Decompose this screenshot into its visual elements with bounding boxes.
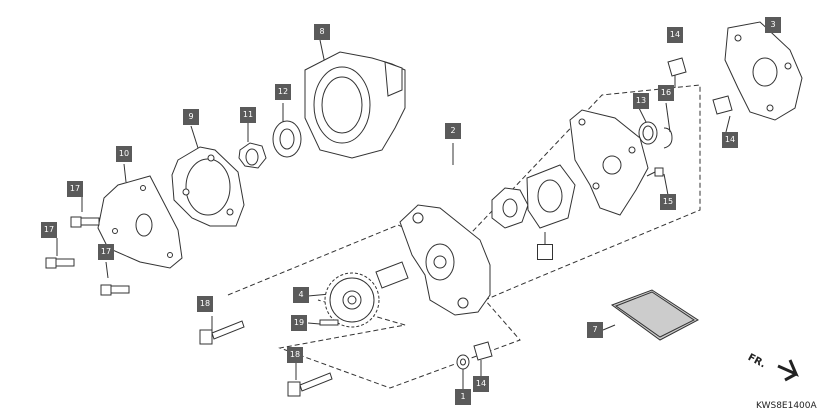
- nut-part-11: [238, 142, 267, 169]
- dowel-upper: [667, 57, 687, 77]
- callout-2[interactable]: 2: [445, 123, 461, 139]
- cover-plate-part-10: [97, 175, 183, 269]
- housing-part-8: [304, 51, 406, 159]
- callout-empty[interactable]: [537, 244, 553, 260]
- callout-15[interactable]: 15: [660, 194, 676, 210]
- front-direction-arrow: [777, 359, 799, 382]
- leader-16: [665, 102, 671, 133]
- bolts-part-18: [199, 320, 333, 397]
- callout-3[interactable]: 3: [765, 17, 781, 33]
- callout-10[interactable]: 10: [116, 146, 132, 162]
- callout-14-right[interactable]: 14: [722, 132, 738, 148]
- leader-14-right: [725, 115, 731, 133]
- pump-cover-plate: [569, 109, 649, 216]
- gasket-part-3: [724, 21, 803, 121]
- callout-16[interactable]: 16: [658, 85, 674, 101]
- pump-rotors: [491, 164, 576, 229]
- leader-17c: [105, 261, 109, 279]
- callout-12[interactable]: 12: [275, 84, 291, 100]
- callout-1[interactable]: 1: [455, 389, 471, 405]
- diagram-reference-code: KWS8E1400A: [756, 401, 817, 411]
- oil-seal-part-12: [272, 120, 302, 158]
- leader-9: [190, 125, 199, 149]
- callout-18-lower[interactable]: 18: [287, 347, 303, 363]
- bolt-17c: [100, 284, 130, 296]
- washer-part-1: [456, 354, 470, 370]
- callout-8[interactable]: 8: [314, 24, 330, 40]
- bolts-part-17: [45, 216, 130, 296]
- callout-4[interactable]: 4: [293, 287, 309, 303]
- callout-18-upper[interactable]: 18: [197, 296, 213, 312]
- leader-7: [602, 324, 616, 331]
- dowel-bottom: [473, 341, 493, 361]
- callout-7[interactable]: 7: [587, 322, 603, 338]
- dowel-right: [712, 95, 733, 115]
- callout-17-c[interactable]: 17: [98, 244, 114, 260]
- o-ring-part-13: [638, 121, 658, 145]
- bolt-17a: [70, 216, 100, 228]
- pin-part-19: [319, 319, 339, 326]
- callout-14-bottom[interactable]: 14: [473, 376, 489, 392]
- callout-14-upper[interactable]: 14: [667, 27, 683, 43]
- leader-10: [123, 163, 127, 183]
- bolt-17b: [45, 257, 75, 269]
- callout-11[interactable]: 11: [240, 107, 256, 123]
- pump-assembly-bracket: [227, 84, 701, 389]
- screw-part-15: [646, 167, 664, 177]
- leader-15: [663, 173, 669, 196]
- gear-part-4: [324, 272, 380, 328]
- leader-19: [307, 322, 321, 325]
- callout-19[interactable]: 19: [291, 315, 307, 331]
- bolt-18a: [199, 320, 245, 345]
- pump-body: [375, 204, 491, 316]
- strainer-screen-part-7: [610, 289, 699, 341]
- callout-13[interactable]: 13: [633, 93, 649, 109]
- callout-17-b[interactable]: 17: [41, 222, 57, 238]
- callout-17-a[interactable]: 17: [67, 181, 83, 197]
- clip-part-16: [663, 127, 673, 149]
- callout-9[interactable]: 9: [183, 109, 199, 125]
- gasket-part-9: [171, 146, 245, 227]
- dowel-pins-part-14: [473, 57, 733, 361]
- bolt-18b: [287, 372, 333, 397]
